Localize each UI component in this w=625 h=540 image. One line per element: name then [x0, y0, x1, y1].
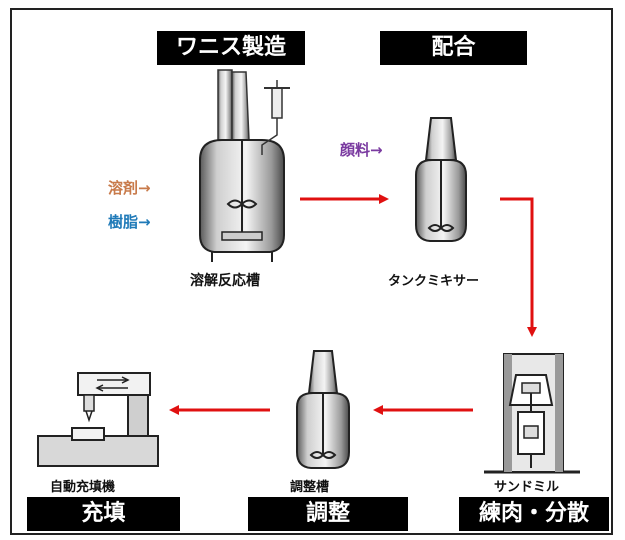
stage-label-blend: 配合	[380, 31, 527, 65]
stage-label-fill: 充填	[27, 497, 180, 531]
input-solvent: 溶剤→	[108, 179, 151, 197]
tank-mixer-icon	[415, 117, 467, 242]
caption-sand-mill: サンドミル	[494, 480, 560, 495]
caption-filler: 自動充填機	[50, 480, 116, 495]
flow-arrow-mixer-to-sandmill	[500, 197, 537, 337]
stage-label-adjust: 調整	[248, 497, 408, 531]
auto-filler-icon	[37, 372, 159, 467]
caption-tank-mixer: タンクミキサー	[388, 274, 480, 289]
reactor-vessel-icon	[199, 69, 290, 262]
caption-adjust-tank: 調整槽	[290, 480, 330, 495]
stage-label-knead: 練肉・分散	[459, 497, 609, 531]
diagram-frame	[10, 8, 613, 535]
stage-label-varnish: ワニス製造	[157, 31, 305, 65]
sand-mill-icon	[484, 353, 580, 474]
input-pigment: 顔料→	[340, 141, 383, 159]
caption-reactor: 溶解反応槽	[190, 273, 260, 289]
adjust-tank-icon	[296, 350, 350, 469]
input-resin: 樹脂→	[108, 213, 151, 231]
